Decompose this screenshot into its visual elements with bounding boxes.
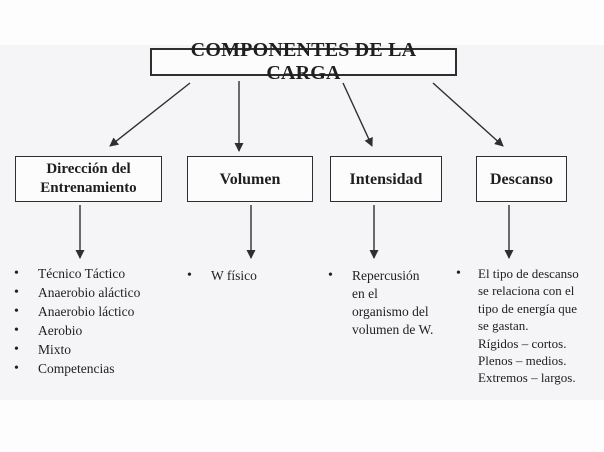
bullet-icon: • [14,323,19,338]
bullet-icon: • [14,342,19,357]
category-box-intensidad: Intensidad [330,156,442,202]
bullet-icon: • [14,285,19,300]
item-text: Competencias [38,361,115,376]
category-label: Descanso [489,170,554,188]
bullet-icon: • [187,268,192,283]
bullet-list-direccion: • Técnico Táctico • Anaerobio aláctico •… [12,264,177,378]
item-text: Aerobio [38,323,83,338]
category-box-volumen: Volumen [187,156,313,202]
bullet-icon: • [14,304,19,319]
list-item: • Competencias [12,359,177,378]
item-text: Repercusión en el organismo del volumen … [352,268,434,337]
item-text: Anaerobio aláctico [38,285,141,300]
list-item: • Aerobio [12,321,177,340]
category-label: Dirección del Entrenamiento [40,161,137,196]
bullet-list-descanso: • El tipo de descanso se relaciona con e… [454,265,604,387]
item-text: El tipo de descanso se relaciona con el … [478,266,579,386]
bullet-icon: • [328,268,333,283]
bullet-icon: • [14,361,19,376]
list-item: • Repercusión en el organismo del volume… [326,267,451,339]
category-label: Intensidad [349,170,423,188]
title-label: COMPONENTES DE LA CARGA [190,39,417,84]
item-text: W físico [211,268,257,283]
title-box: COMPONENTES DE LA CARGA [150,39,457,84]
list-item: • Técnico Táctico [12,264,177,283]
list-item: • El tipo de descanso se relaciona con e… [454,265,604,387]
bullet-list-volumen: • W físico [185,266,315,285]
list-item: • Mixto [12,340,177,359]
bullet-icon: • [456,266,461,281]
category-box-direccion: Dirección del Entrenamiento [15,156,162,202]
category-label: Volumen [219,170,281,188]
bullet-icon: • [14,266,19,281]
list-item: • Anaerobio aláctico [12,283,177,302]
item-text: Técnico Táctico [38,266,126,281]
list-item: • Anaerobio láctico [12,302,177,321]
item-text: Anaerobio láctico [38,304,135,319]
category-box-descanso: Descanso [476,156,567,202]
list-item: • W físico [185,266,315,285]
bullet-list-intensidad: • Repercusión en el organismo del volume… [326,267,451,339]
item-text: Mixto [38,342,72,357]
